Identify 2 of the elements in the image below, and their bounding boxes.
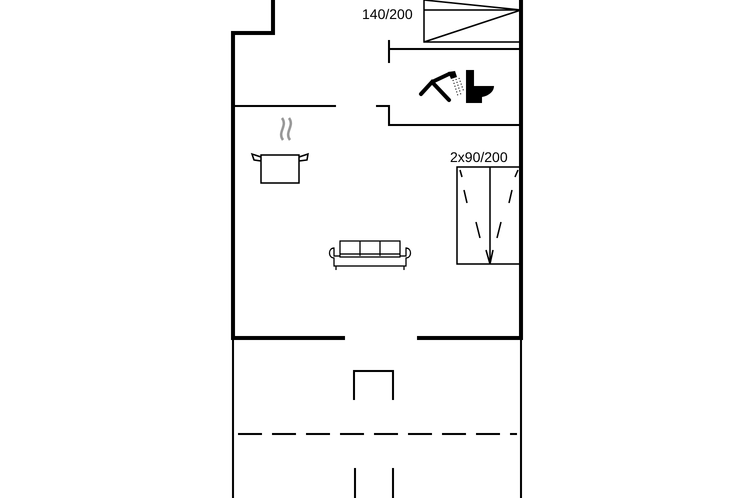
bed-size-label: 2x90/200: [450, 149, 508, 165]
bed-size-label: 140/200: [362, 6, 413, 22]
